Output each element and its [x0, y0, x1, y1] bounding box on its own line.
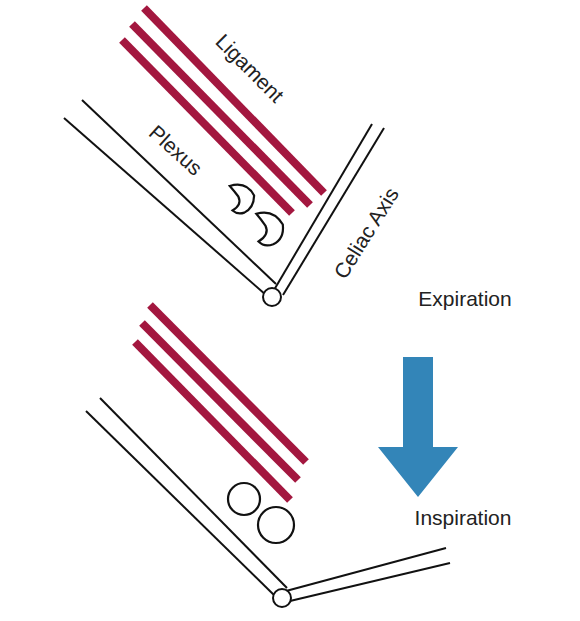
- ligament-bar: [122, 40, 292, 213]
- pivot-circle: [273, 589, 291, 607]
- plexus-crescent: [251, 211, 285, 248]
- plexus-compressed: [223, 182, 285, 248]
- ligament-bars-expiration: [122, 8, 324, 213]
- plexus-circle: [258, 507, 294, 543]
- phase-label: Expiration: [418, 288, 511, 309]
- ligament-bar: [135, 342, 290, 500]
- vessel-wall: [100, 398, 287, 588]
- phase-label: Inspiration: [415, 507, 512, 528]
- vessel-wall: [86, 411, 276, 597]
- plexus-crescent: [223, 182, 256, 216]
- direction-arrow: [378, 357, 458, 497]
- vessel-wall: [64, 118, 266, 295]
- aorta-inspiration: [86, 398, 450, 607]
- celiac-wall: [290, 563, 450, 601]
- plexus-round: [228, 483, 294, 543]
- ligament-bars-inspiration: [135, 305, 306, 500]
- pivot-circle: [263, 288, 281, 306]
- vessel-wall: [82, 100, 276, 284]
- ligament-bar: [132, 24, 310, 205]
- plexus-circle: [228, 483, 260, 515]
- ligament-bar: [142, 323, 298, 480]
- ligament-bar: [144, 8, 324, 193]
